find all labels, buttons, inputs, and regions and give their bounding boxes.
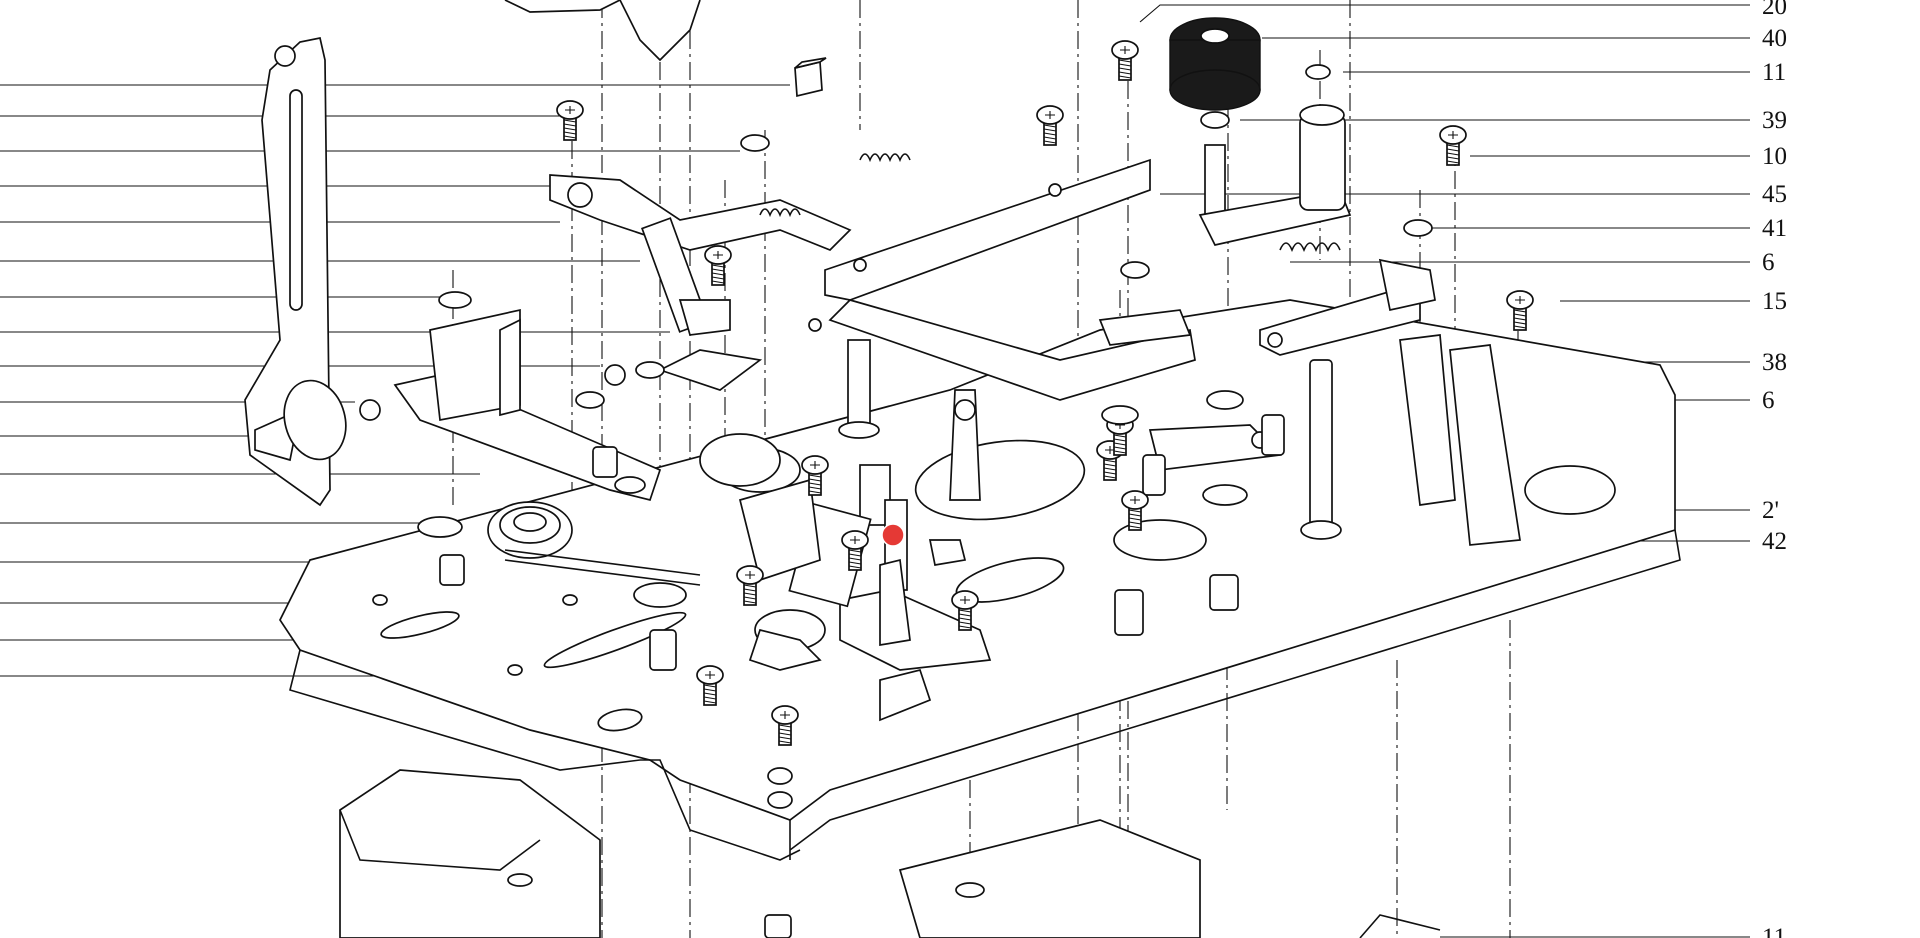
screw (704, 245, 732, 286)
callout-label: 42 (1762, 528, 1787, 555)
screw (771, 705, 799, 746)
callout-label: 15 (1762, 288, 1787, 315)
callout-labels: 20 40 11 39 10 45 41 6 15 38 6 2' 42 11 (1762, 0, 1787, 938)
callout-label: 10 (1762, 143, 1787, 170)
upper-left-bracket (549, 174, 852, 391)
callout-label: 20 (1762, 0, 1787, 20)
callout-label: 41 (1762, 215, 1787, 242)
screw (1121, 490, 1149, 531)
slide-bar (808, 158, 1196, 401)
screw (801, 455, 829, 496)
screw (736, 565, 764, 606)
top-bracket (504, 0, 701, 62)
reel-parts (699, 433, 872, 671)
callout-label: 39 (1762, 107, 1787, 134)
callout-label: 45 (1762, 181, 1787, 208)
screw (556, 100, 584, 141)
callout-label: 38 (1762, 349, 1787, 376)
callout-label: 40 (1762, 25, 1787, 52)
screw (1506, 290, 1534, 331)
callout-label: 6 (1762, 249, 1775, 276)
right-brackets (1148, 258, 1521, 546)
screws (556, 40, 1534, 746)
callout-label: 11 (1762, 924, 1786, 938)
tall-lever (244, 37, 347, 507)
spacers (439, 414, 1285, 938)
screw (1111, 40, 1139, 81)
lower-bracket (339, 769, 1441, 938)
screw (951, 590, 979, 631)
pinch-roller-assembly (1169, 17, 1352, 246)
springs (759, 153, 1341, 253)
screw (1036, 105, 1064, 146)
washers (359, 64, 1433, 608)
callout-label: 6 (1762, 387, 1775, 414)
small-block (794, 57, 827, 98)
screw (841, 530, 869, 571)
red-marker-dot[interactable] (881, 523, 905, 547)
callout-label: 11 (1762, 59, 1786, 86)
callout-label: 2' (1762, 497, 1779, 524)
screw (696, 665, 724, 706)
screw (1439, 125, 1467, 166)
center-shafts (838, 339, 992, 722)
